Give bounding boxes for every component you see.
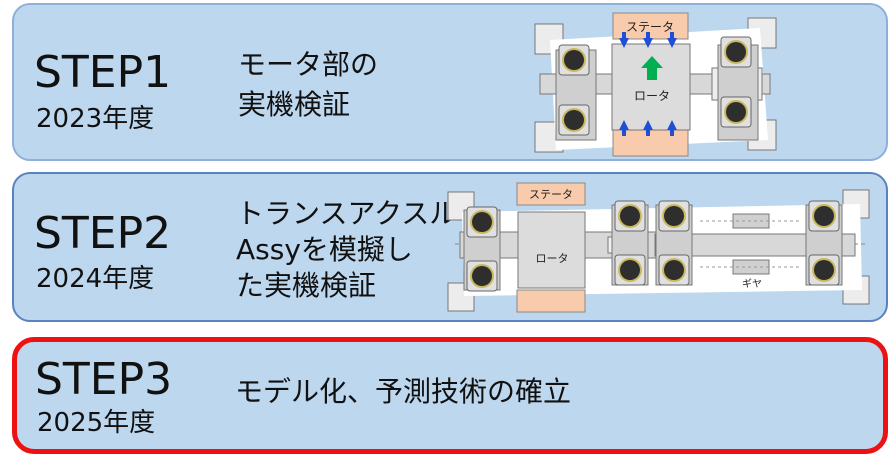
- step-title: STEP2: [34, 208, 172, 259]
- bearing-icon: [658, 254, 690, 286]
- step-year: 2025年度: [37, 408, 156, 438]
- step-title: STEP3: [35, 354, 173, 405]
- step-description: モータ部の 実機検証: [238, 45, 378, 125]
- description-line: モータ部の: [238, 48, 379, 81]
- stator-top: [516, 182, 586, 206]
- gear-label: ギヤ: [742, 278, 762, 290]
- stator-bottom: [516, 289, 586, 313]
- force-arrow-icon: [619, 32, 677, 48]
- bearing-icon: [720, 36, 752, 68]
- bearing-icon: [614, 200, 646, 232]
- bearing-icon: [808, 200, 840, 232]
- bearing-icon: [658, 200, 690, 232]
- rotor-label: ロータ: [536, 252, 569, 265]
- step2-transaxle-diagram: ステータ ロータ ギヤ: [447, 182, 870, 313]
- bearing-icon: [558, 104, 590, 136]
- bearing-icon: [614, 254, 646, 286]
- step-year: 2024年度: [36, 264, 155, 294]
- motion-arrow-icon: [641, 56, 663, 80]
- bearing-icon: [720, 96, 752, 128]
- description-line: Assyを模擬し: [236, 233, 413, 266]
- step-title: STEP1: [34, 47, 172, 98]
- description-line: た実機検証: [236, 269, 377, 302]
- rotor: [611, 43, 691, 131]
- step-description: トランスアクスル Assyを模擬し た実機検証: [236, 196, 457, 304]
- step1-motor-diagram: ステータ ロータ: [534, 12, 777, 157]
- stator-label: ステータ: [529, 188, 573, 201]
- rotor: [517, 211, 586, 289]
- bearing-icon: [808, 254, 840, 286]
- rotor-label: ロータ: [634, 89, 670, 103]
- bearing-icon: [466, 206, 498, 238]
- stator-label: ステータ: [626, 20, 674, 34]
- description-line: モデル化、予測技術の確立: [235, 375, 572, 408]
- force-arrow-icon: [619, 120, 677, 136]
- bearing-icon: [558, 44, 590, 76]
- step-year: 2023年度: [36, 104, 155, 134]
- bearing-icon: [466, 260, 498, 292]
- step3-panel: STEP3 2025年度 モデル化、予測技術の確立: [12, 337, 888, 454]
- description-line: トランスアクスル: [236, 197, 458, 230]
- gear-shaft: [654, 233, 856, 257]
- step-description: モデル化、予測技術の確立: [235, 372, 571, 412]
- description-line: 実機検証: [238, 88, 351, 121]
